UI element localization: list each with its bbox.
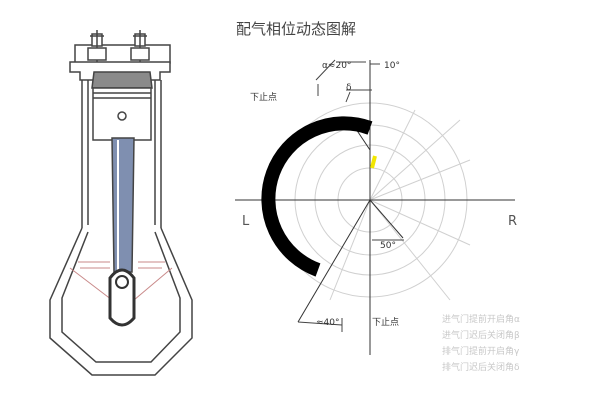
engine-cross-section <box>49 30 193 376</box>
label-bdc: 下止点 <box>372 316 399 328</box>
faint-radials <box>329 109 471 301</box>
timing-diagram: α≈20° 10° δ 下止点 下止点 ≈40° 50° L R 进气门提前开启… <box>235 59 520 373</box>
crank-marker <box>370 155 377 169</box>
connecting-rod <box>111 137 135 273</box>
label-angle-small: δ <box>346 83 352 93</box>
combustion-chamber <box>91 71 153 89</box>
label-direction-right: R <box>508 214 517 229</box>
piston-pin <box>117 111 127 121</box>
legend-line-3: 排气门迟后关闭角δ <box>442 361 520 373</box>
intake-arc <box>261 116 373 277</box>
label-angle-bottom-left: ≈40° <box>316 318 340 328</box>
diagram-title: 配气相位动态图解 <box>236 20 356 38</box>
label-angle-right-mid: 50° <box>380 241 396 251</box>
label-direction-left: L <box>242 214 250 229</box>
piston <box>92 87 152 141</box>
legend-line-0: 进气门提前开启角α <box>442 313 520 325</box>
label-angle-top-right: 10° <box>384 61 400 71</box>
valve-assembly <box>74 30 171 82</box>
crankcase-inner <box>61 231 181 363</box>
label-angle-top-left: α≈20° <box>322 61 351 71</box>
label-advance: 下止点 <box>250 91 277 103</box>
crankcase-outer <box>49 227 193 376</box>
faint-legend: 进气门提前开启角α 进气门迟后关闭角β 排气门提前开启角γ 排气门迟后关闭角δ <box>442 313 520 373</box>
legend-line-2: 排气门提前开启角γ <box>442 345 520 357</box>
legend-line-1: 进气门迟后关闭角β <box>442 329 520 341</box>
